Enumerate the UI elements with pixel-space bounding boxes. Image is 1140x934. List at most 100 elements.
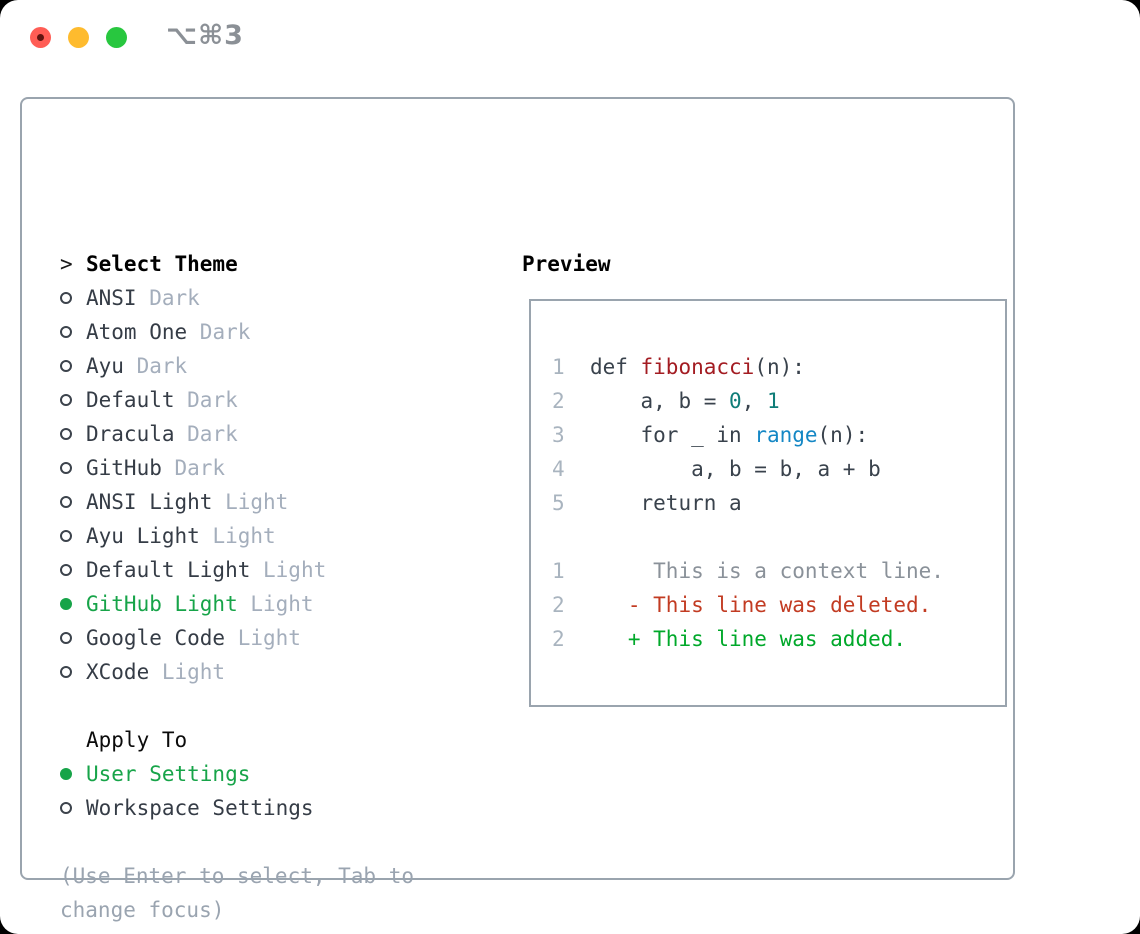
theme-option[interactable]: Ayu Light Light [60,519,326,553]
theme-option[interactable]: Atom One Dark [60,315,326,349]
radio-marker-icon [60,768,86,780]
theme-name: Ayu Light [86,524,200,548]
theme-name: Default [86,388,175,412]
radio-marker-icon [60,496,86,508]
close-button[interactable] [30,27,51,48]
apply-option[interactable]: User Settings [60,757,314,791]
unsaved-dot-icon [37,34,44,41]
radio-circle-icon [60,496,72,508]
apply-to-header: Apply To [60,723,314,757]
code-segment-ln: 1 [552,355,565,379]
code-segment-ln: 3 [552,423,565,447]
code-segment-num: 1 [766,389,780,413]
radio-marker-icon [60,326,86,338]
theme-variant-badge: Dark [161,456,226,480]
code-segment-code: a, b = b, a + b [564,457,881,481]
apply-option[interactable]: Workspace Settings [60,791,314,825]
zoom-button[interactable] [106,27,127,48]
radio-circle-icon [60,666,72,678]
code-segment-ln: 2 [552,389,565,413]
radio-circle-icon [60,632,72,644]
select-theme-header: > Select Theme [60,247,238,281]
code-segment-code: , [741,389,767,413]
theme-name: GitHub Light [86,592,238,616]
theme-option[interactable]: Ayu Dark [60,349,326,383]
theme-variant-badge: Dark [174,422,238,446]
theme-name: GitHub [86,456,162,480]
preview-line: 4 a, b = b, a + b [552,452,1005,486]
radio-marker-icon [60,292,86,304]
theme-option[interactable]: Default Light Light [60,553,326,587]
titlebar-traffic-lights [30,27,127,48]
theme-variant-badge: Light [237,592,314,616]
code-segment-fn: fibonacci [640,355,755,379]
radio-circle-icon [60,598,72,610]
theme-variant-badge: Dark [187,320,251,344]
radio-circle-icon [60,564,72,576]
theme-variant-badge: Light [199,524,276,548]
radio-circle-icon [60,530,72,542]
apply-to-title: Apply To [86,728,188,752]
radio-marker-icon [60,666,86,678]
radio-marker-icon [60,360,86,372]
radio-marker-icon [60,802,86,814]
theme-option[interactable]: Default Dark [60,383,326,417]
theme-name: Default Light [86,558,251,582]
radio-marker-icon [60,564,86,576]
code-segment-code: (n): [817,423,869,447]
radio-marker-icon [60,632,86,644]
code-segment-code: for _ in [564,423,755,447]
theme-option[interactable]: Google Code Light [60,621,326,655]
theme-variant-badge: Dark [123,354,188,378]
code-segment-num: 0 [729,389,742,413]
theme-option[interactable]: GitHub Dark [60,451,326,485]
radio-circle-icon [60,462,72,474]
radio-circle-icon [60,394,72,406]
radio-marker-icon [60,462,86,474]
code-segment-ln: 1 [552,559,565,583]
keyboard-hint: (Use Enter to select, Tab to change focu… [60,864,415,922]
preview-line: 1 This is a context line. [552,554,1005,588]
code-segment-code: def [564,355,641,379]
code-segment-ln: 2 [552,627,565,651]
theme-variant-badge: Dark [136,286,200,310]
radio-marker-icon [60,530,86,542]
preview-blank-line [552,316,1005,350]
code-segment-code: return a [564,491,742,515]
theme-variant-badge: Light [212,490,289,514]
code-segment-call: range [754,423,818,447]
window-title: ⌥⌘3 [166,20,244,51]
theme-name: Ayu [86,354,124,378]
theme-variant-badge: Dark [174,388,238,412]
apply-option-label: User Settings [86,762,251,786]
theme-option[interactable]: ANSI Dark [60,281,326,315]
radio-circle-icon [60,326,72,338]
preview-line: 2 a, b = 0, 1 [552,384,1005,418]
theme-name: XCode [86,660,150,684]
prompt-marker-icon: > [60,252,73,276]
theme-option[interactable]: ANSI Light Light [60,485,326,519]
theme-option[interactable]: GitHub Light Light [60,587,326,621]
code-segment-ln: 5 [552,491,565,515]
radio-marker-icon [60,428,86,440]
code-segment-add: + This line was added. [564,627,907,651]
code-segment-del: - This line was deleted. [564,593,932,617]
radio-circle-icon [60,802,72,814]
theme-option[interactable]: XCode Light [60,655,326,689]
theme-option[interactable]: Dracula Dark [60,417,326,451]
preview-line: 5 return a [552,486,1005,520]
radio-circle-icon [60,768,72,780]
radio-marker-icon [60,394,86,406]
preview-line: 2 + This line was added. [552,622,1005,656]
select-theme-title: Select Theme [86,252,238,276]
code-segment-code: a, b = [564,389,730,413]
code-segment-ctx: This is a context line. [564,559,944,583]
theme-name: Dracula [86,422,175,446]
preview-line: 1 def fibonacci(n): [552,350,1005,384]
code-segment-code: (n): [754,355,805,379]
minimize-button[interactable] [68,27,89,48]
